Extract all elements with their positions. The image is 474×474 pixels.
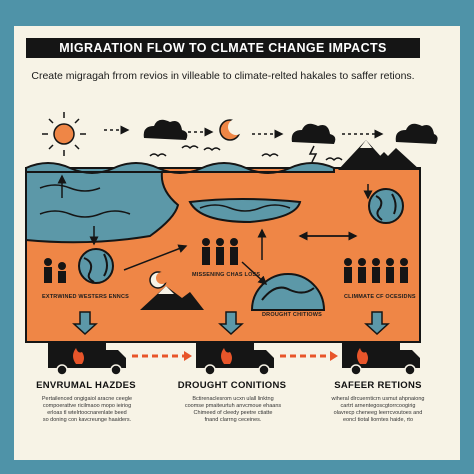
page-title: MIGRAATION FLOW TO CLMATE CHANGE IMPACTS [26,38,420,58]
truck-icon [342,342,420,376]
globe-icon [78,248,114,284]
cloud-icon [395,123,438,144]
people-icon [202,238,238,265]
map-label-globe: DROUGHT CHITIOWS [262,312,323,318]
storm-cloud-icon [291,123,336,163]
map-label-left: EXTRWINED WESTERS ENNCS [42,294,130,300]
globe-icon [368,188,404,224]
people-icon [344,258,408,283]
arrow-icon [72,311,390,336]
mountain-icon [338,140,420,170]
page-subtitle: Create migragah frrom revios in villeabl… [31,70,415,82]
sun-icon [42,112,86,156]
house-icon [376,152,392,170]
truck-icon [48,342,126,376]
fire-icon [357,348,368,364]
truck-icon [196,342,274,376]
globe-icon [250,273,326,311]
column-heading-2: DROUGHT CONITIONS [177,380,287,391]
water-region [25,167,180,244]
map-label-right: CLIMMATE CF OCESIDNS [344,294,416,300]
people-icon [44,258,66,283]
column-heading-1: ENVRUMAL HAZDES [36,380,136,391]
fire-icon [73,348,84,364]
fire-icon [221,348,232,364]
map-label-people: MISSENING CHAS LOSS [192,272,261,278]
column-description-1: Pertailenced ongigaiol aracne ceegle com… [41,396,133,423]
column-description-3: wiheral dlrcuernticrn usmut ahpnaiong ca… [331,396,425,423]
bird-icon [149,145,343,162]
mountain-icon [140,286,204,310]
flow-arrow-1 [132,351,192,361]
column-description-2: Bctirenaclesrom ucxn ulall linktng cooms… [184,396,282,423]
flow-arrow-2 [280,351,338,361]
cloud-icon [143,119,188,140]
moon-icon [219,119,244,141]
column-heading-3: SAFEER RETIONS [334,380,422,391]
moon-icon [149,271,168,289]
